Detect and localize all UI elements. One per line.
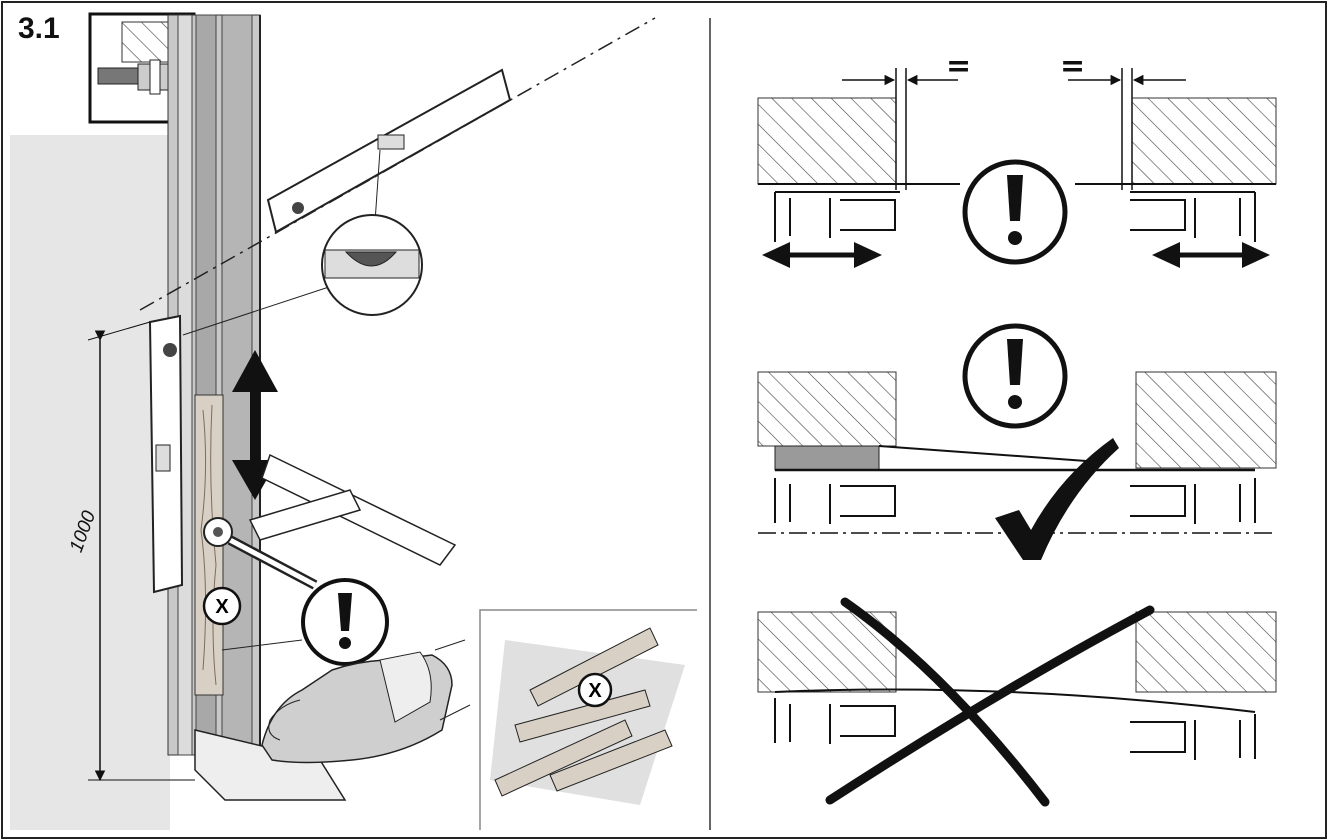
spirit-level-horizontal <box>266 68 512 234</box>
step-label: 3.1 <box>18 12 60 45</box>
row-centered-gaps <box>757 68 1277 268</box>
height-dimension-line <box>87 321 195 782</box>
checkmark-icon <box>995 438 1119 560</box>
wall-surface <box>10 135 170 830</box>
left-panel: X <box>10 12 697 830</box>
svg-text:X: X <box>215 596 229 618</box>
row-wrong <box>757 597 1277 807</box>
equal-sign-right: = <box>1060 49 1086 84</box>
wood-stack-inset: X <box>479 609 697 830</box>
gloved-hand <box>261 639 471 764</box>
wrong-marker-wood: X <box>588 680 602 702</box>
exclamation-circle-icon <box>221 578 389 666</box>
cross-icon <box>825 597 1155 807</box>
wrong-marker-clamp: X <box>202 586 242 626</box>
row-shim-correct <box>757 323 1277 560</box>
exclamation-circle-icon <box>962 159 1068 265</box>
right-panel <box>757 68 1277 807</box>
equal-sign-left: = <box>946 49 972 84</box>
screw-clamp <box>203 453 457 590</box>
bubble-magnifier <box>182 149 423 336</box>
exclamation-circle-icon <box>962 323 1068 429</box>
level-reference-line <box>139 17 656 311</box>
spirit-level-vertical <box>148 314 184 594</box>
